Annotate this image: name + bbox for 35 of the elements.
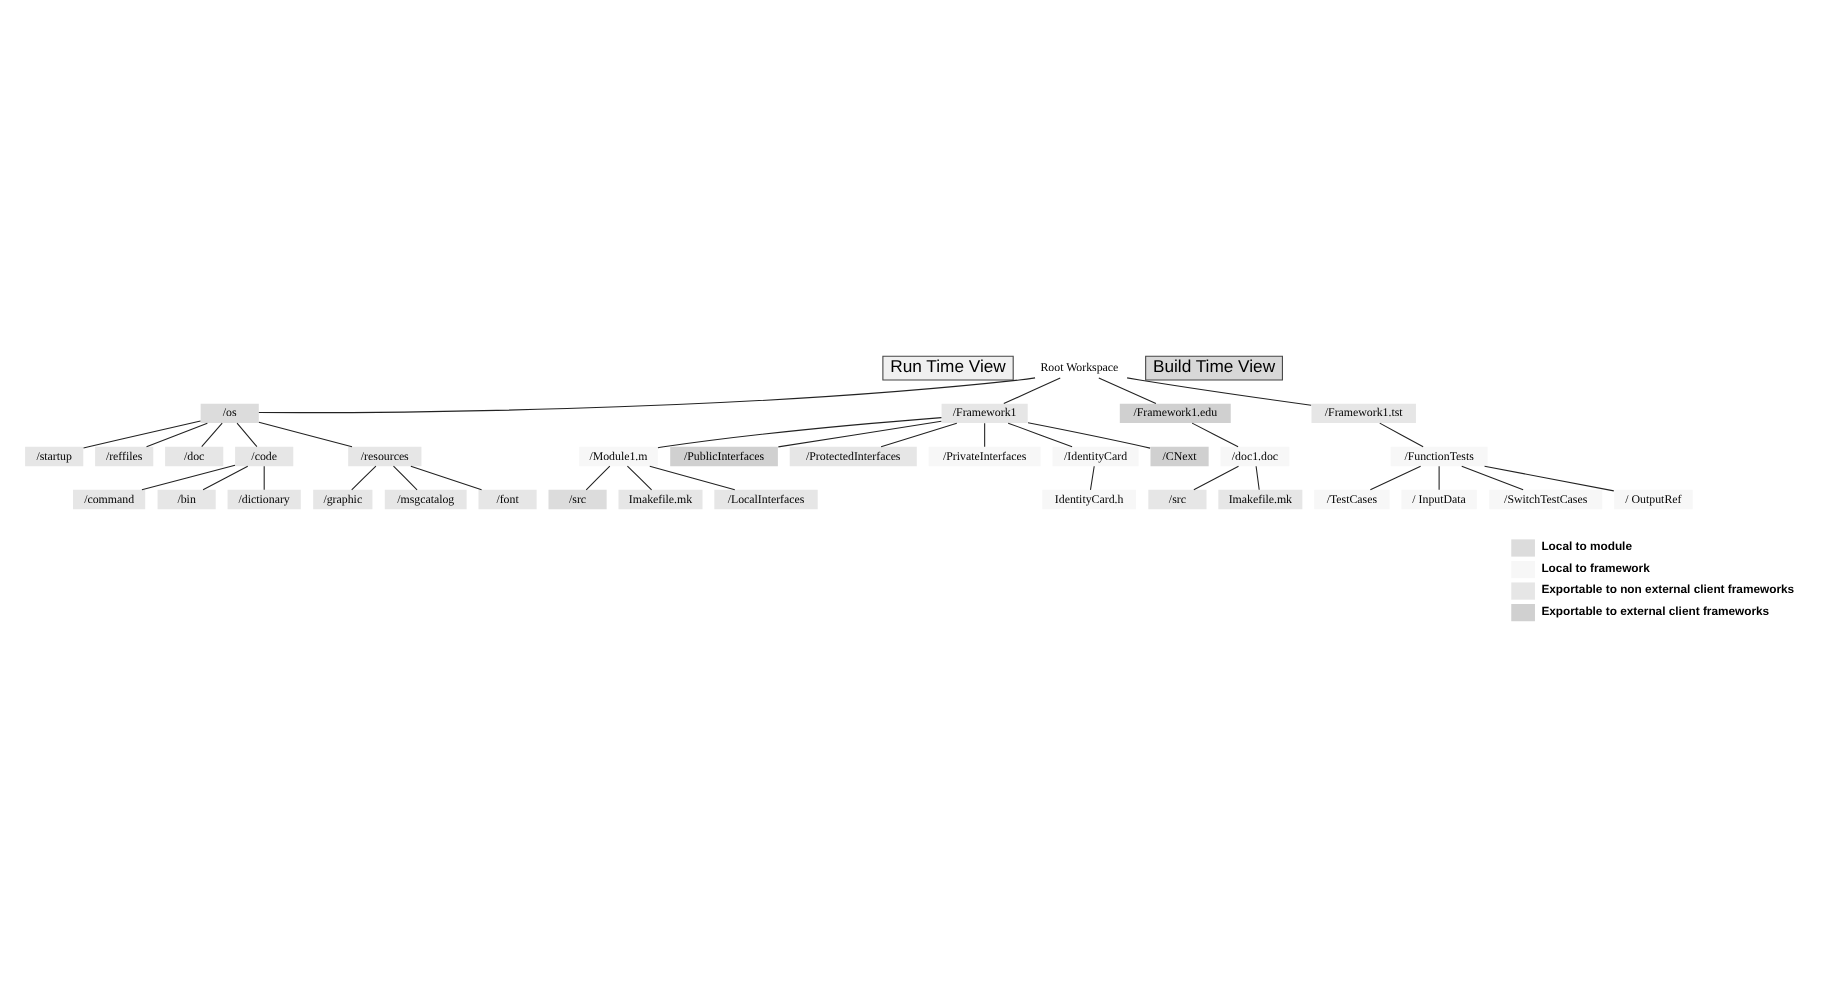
- connector: [585, 464, 611, 490]
- connector: [146, 421, 208, 447]
- connector: [1438, 464, 1440, 490]
- connector: [1089, 464, 1095, 490]
- connector: [777, 419, 942, 447]
- connector: [263, 464, 265, 490]
- connector: [626, 464, 653, 490]
- connector: [657, 416, 942, 448]
- node-box: Run Time View: [882, 354, 1014, 380]
- connector: [141, 463, 236, 490]
- node-box: Build Time View: [1145, 354, 1283, 380]
- connector: [236, 421, 258, 447]
- connector: [1027, 421, 1151, 448]
- connector: [1126, 376, 1312, 405]
- connector: [1003, 376, 1061, 404]
- connector: [202, 464, 249, 490]
- connector: [1193, 464, 1240, 490]
- connector: [1191, 421, 1239, 447]
- connector: [82, 419, 202, 448]
- connector: [351, 464, 377, 490]
- connector: [1007, 421, 1073, 447]
- connector: [984, 421, 986, 447]
- connector: [1484, 464, 1615, 491]
- connector: [201, 421, 223, 447]
- connector: [1461, 464, 1524, 490]
- connector: [1255, 464, 1260, 490]
- connector: [880, 421, 958, 447]
- connector: [1369, 464, 1422, 490]
- connector: [649, 464, 736, 490]
- connector: [1098, 376, 1157, 404]
- connector: [258, 376, 1036, 413]
- connector: [258, 420, 353, 447]
- connector: [410, 464, 483, 490]
- connector: [392, 464, 418, 490]
- connector: [1379, 421, 1424, 447]
